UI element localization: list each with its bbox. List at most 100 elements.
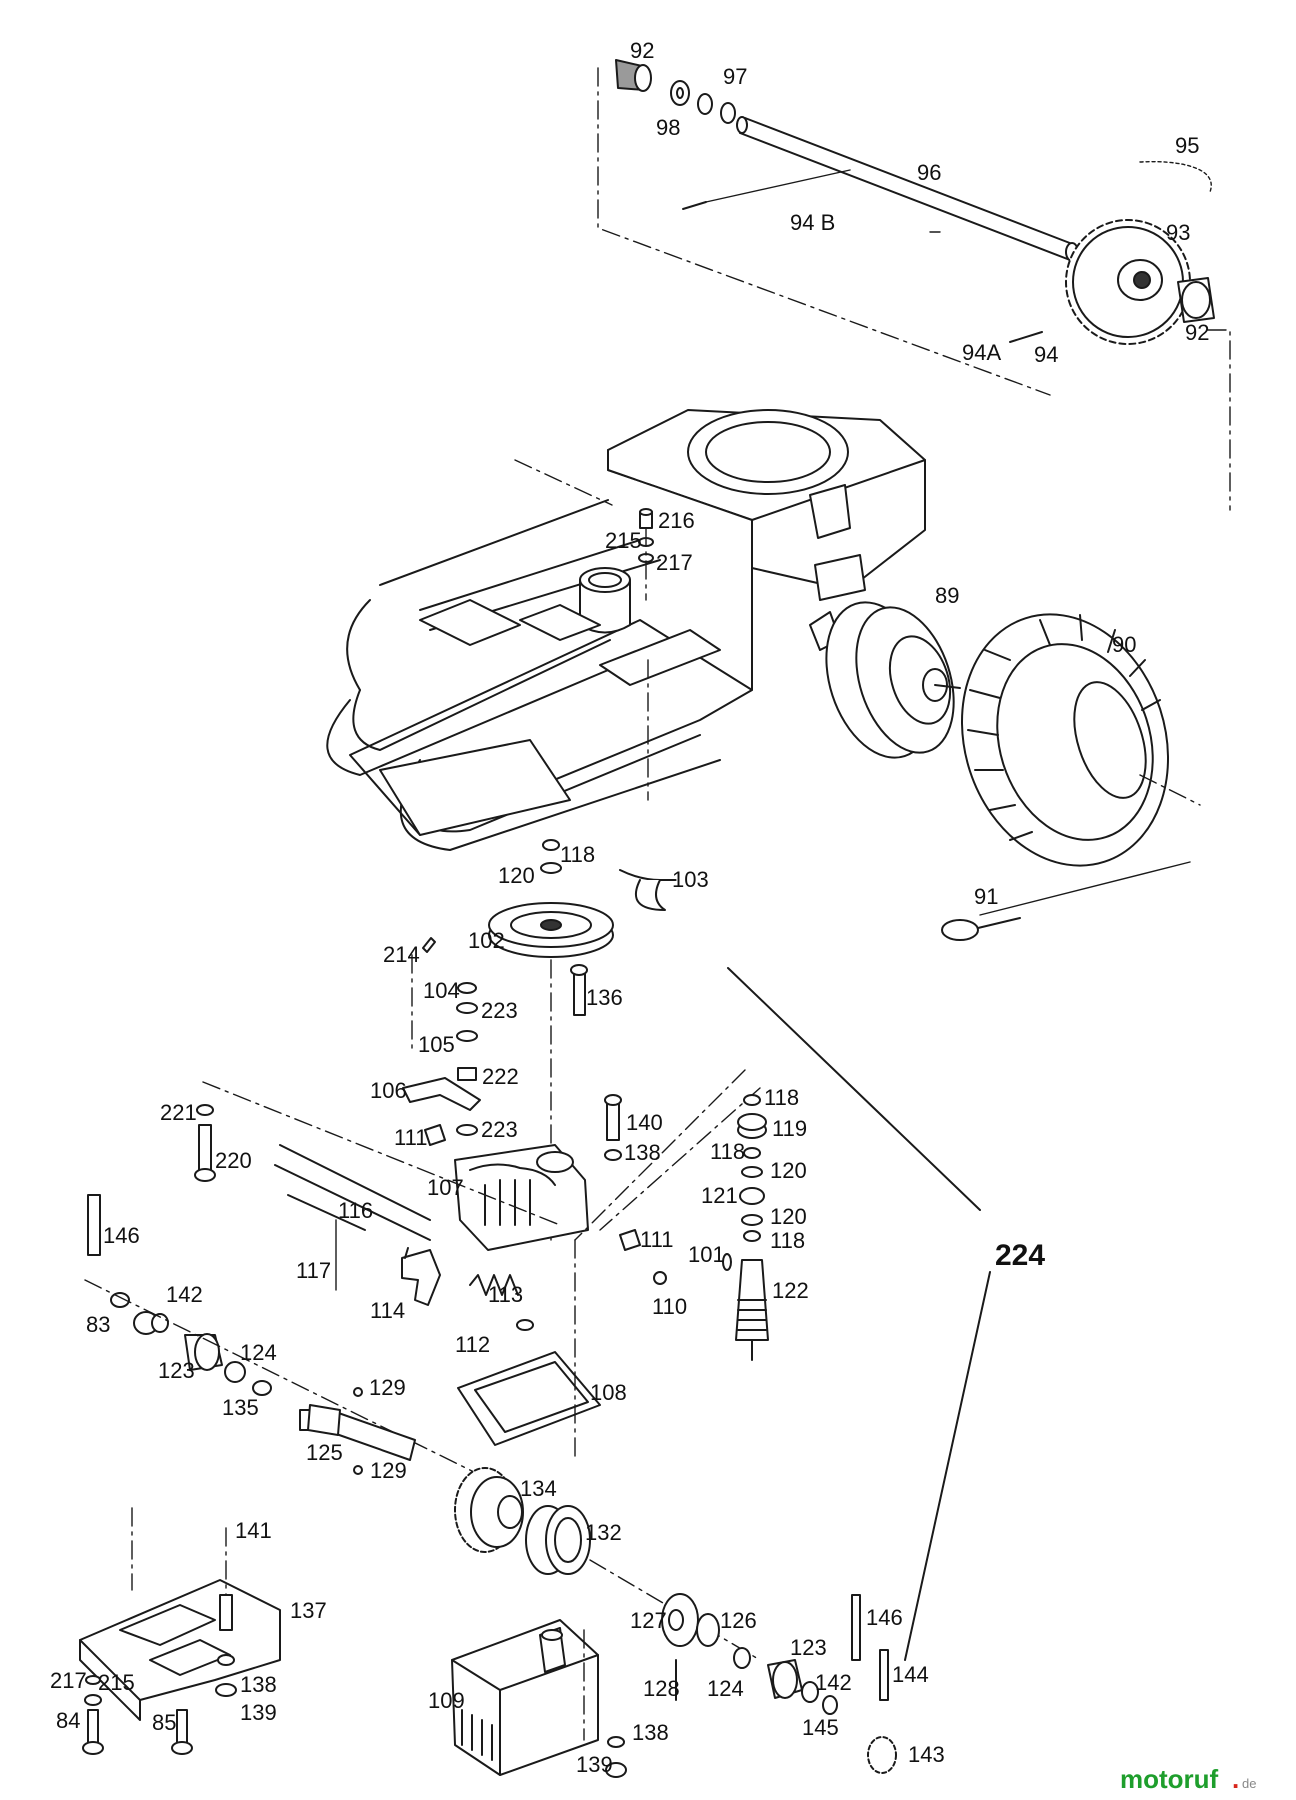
axle-assembly <box>597 59 1231 511</box>
part-callout-104: 104 <box>423 978 460 1003</box>
part-callout-214: 214 <box>383 942 420 967</box>
part-callout-97: 97 <box>723 64 747 89</box>
part-callout-129a: 129 <box>369 1375 406 1400</box>
part-callout-94a: 94A <box>962 340 1001 365</box>
sprocket <box>1065 219 1191 345</box>
output-shaft-group <box>84 1194 761 1661</box>
part-callout-129b: 129 <box>370 1458 407 1483</box>
part-callout-89: 89 <box>935 583 959 608</box>
part-callout-112: 112 <box>455 1332 490 1357</box>
part-callout-90: 90 <box>1112 632 1136 657</box>
part-callout-127: 127 <box>630 1608 667 1633</box>
part-callout-220: 220 <box>215 1148 252 1173</box>
part-callout-145: 145 <box>802 1715 839 1740</box>
part-callout-217b: 217 <box>50 1668 87 1693</box>
part-callout-118a: 118 <box>560 842 595 867</box>
group-224-leaders <box>727 967 991 1661</box>
watermark-dot: . <box>1232 1764 1239 1794</box>
part-callout-123b: 123 <box>790 1635 827 1660</box>
part-callout-101: 101 <box>688 1242 725 1267</box>
part-callout-85: 85 <box>152 1710 176 1735</box>
part-callout-113: 113 <box>488 1282 523 1307</box>
part-callout-126: 126 <box>720 1608 757 1633</box>
part-callout-107: 107 <box>427 1175 464 1200</box>
part-callout-124b: 124 <box>707 1676 744 1701</box>
part-callout-118d: 118 <box>770 1228 805 1253</box>
part-callout-222: 222 <box>482 1064 519 1089</box>
part-callout-134: 134 <box>520 1476 557 1501</box>
part-callout-83: 83 <box>86 1312 110 1337</box>
part-callout-215a: 215 <box>605 528 642 553</box>
part-callout-146b: 146 <box>866 1605 903 1630</box>
part-callout-139b: 139 <box>576 1752 613 1777</box>
part-callout-105: 105 <box>418 1032 455 1057</box>
part-callout-124a: 124 <box>240 1340 277 1365</box>
part-callout-123a: 123 <box>158 1358 195 1383</box>
part-callout-111a: 111 <box>394 1125 427 1150</box>
part-callout-119: 119 <box>772 1116 807 1141</box>
part-callout-138c: 138 <box>632 1720 669 1745</box>
part-callout-144: 144 <box>892 1662 929 1687</box>
part-callout-132: 132 <box>585 1520 622 1545</box>
part-callout-223a: 223 <box>481 998 518 1023</box>
bottom-plate <box>79 1507 281 1755</box>
wheel-hub <box>809 601 961 759</box>
watermark-tld: de <box>1242 1776 1256 1791</box>
part-callout-116: 116 <box>338 1198 373 1223</box>
part-callout-142b: 142 <box>815 1670 852 1695</box>
part-callout-143: 143 <box>908 1742 945 1767</box>
part-callout-146a: 146 <box>103 1223 140 1248</box>
part-callout-114: 114 <box>370 1298 405 1323</box>
part-callout-93: 93 <box>1166 220 1190 245</box>
part-callout-106: 106 <box>370 1078 407 1103</box>
part-callout-125: 125 <box>306 1440 343 1465</box>
part-callout-217a: 217 <box>656 550 693 575</box>
gearbox-upper <box>194 937 761 1331</box>
pulley-assembly <box>488 839 677 1241</box>
watermark-logo: motoruf . de <box>1120 1764 1256 1794</box>
part-callout-95: 95 <box>1175 133 1199 158</box>
part-callout-94b: 94 B <box>790 210 835 235</box>
part-callout-96: 96 <box>917 160 941 185</box>
part-callout-120b: 120 <box>770 1158 807 1183</box>
worm-shaft-stack <box>722 1094 769 1361</box>
part-callout-98: 98 <box>656 115 680 140</box>
part-callout-91: 91 <box>974 884 998 909</box>
lynch-pin <box>941 861 1191 941</box>
watermark-main: motoruf <box>1120 1764 1219 1794</box>
part-callout-221: 221 <box>160 1100 197 1125</box>
frame-chassis <box>326 409 926 851</box>
gasket <box>457 1239 601 1461</box>
part-callout-142a: 142 <box>166 1282 203 1307</box>
part-callout-135: 135 <box>222 1395 259 1420</box>
part-callout-118b: 118 <box>764 1085 799 1110</box>
part-callout-139a: 139 <box>240 1700 277 1725</box>
part-callout-120a: 120 <box>498 863 535 888</box>
part-callout-109: 109 <box>428 1688 465 1713</box>
part-callout-103: 103 <box>672 867 709 892</box>
part-callout-140: 140 <box>626 1110 663 1135</box>
part-callout-111b: 111 <box>640 1227 673 1252</box>
part-callout-84: 84 <box>56 1708 80 1733</box>
part-callout-141: 141 <box>235 1518 272 1543</box>
part-callout-138b: 138 <box>240 1672 277 1697</box>
part-callout-110: 110 <box>652 1294 687 1319</box>
part-callout-216: 216 <box>658 508 695 533</box>
part-callout-121: 121 <box>701 1183 738 1208</box>
right-output-group <box>661 1593 897 1774</box>
part-callout-138a: 138 <box>624 1140 661 1165</box>
part-callout-92a: 92 <box>630 38 654 63</box>
group-callout-224: 224 <box>995 1239 1045 1272</box>
part-callout-122: 122 <box>772 1278 809 1303</box>
part-callout-102: 102 <box>468 928 505 953</box>
lower-housing <box>451 1619 627 1778</box>
part-callout-108: 108 <box>590 1380 627 1405</box>
part-callout-120c: 120 <box>770 1204 807 1229</box>
part-callout-118c: 118 <box>710 1139 745 1164</box>
part-callout-117: 117 <box>296 1258 331 1283</box>
part-callout-223b: 223 <box>481 1117 518 1142</box>
part-callout-94: 94 <box>1034 342 1058 367</box>
part-callout-92b: 92 <box>1185 320 1209 345</box>
